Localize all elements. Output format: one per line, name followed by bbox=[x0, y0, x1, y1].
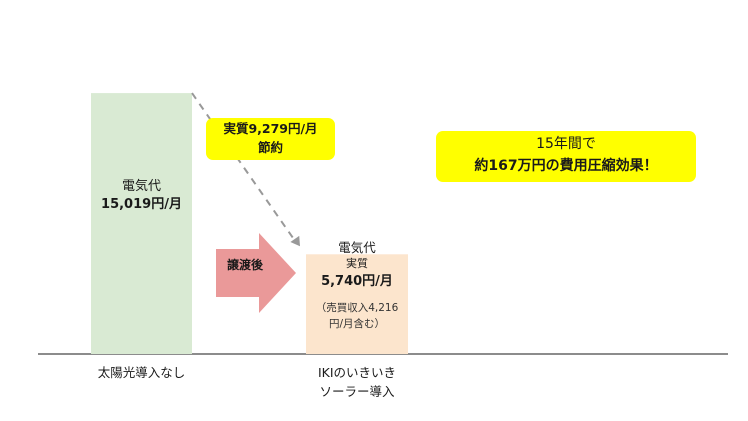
bar-iki-solar-title: 電気代 bbox=[338, 240, 376, 255]
bar-no-solar bbox=[91, 93, 192, 354]
bar-no-solar-value: 15,019円/月 bbox=[101, 196, 182, 212]
bar-iki-solar bbox=[306, 254, 408, 354]
dashed-arrowhead bbox=[290, 235, 300, 247]
total-effect-callout: 15年間で 約167万円の費用圧縮効果！ bbox=[436, 131, 696, 182]
total-effect-line1: 15年間で bbox=[536, 136, 596, 152]
bar-no-solar-title: 電気代 bbox=[121, 179, 161, 194]
saving-callout: 実質9,279円/月 節約 bbox=[206, 118, 335, 160]
bar-iki-solar-label: 電気代 実質 5,740円/月 bbox=[306, 240, 408, 290]
total-effect-line2: 約167万円の費用圧縮効果！ bbox=[474, 157, 658, 174]
bar-no-solar-label: 電気代 15,019円/月 bbox=[91, 178, 192, 213]
bar-iki-solar-note: （売買収入4,216 円/月含む） bbox=[315, 302, 399, 330]
transfer-arrow-label: 譲渡後 bbox=[226, 258, 263, 272]
bar-iki-solar-sub: 実質 bbox=[346, 256, 368, 270]
bar-iki-solar-value: 5,740円/月 bbox=[321, 273, 393, 289]
category-label-iki-solar: IKIのいきいき ソーラー導入 bbox=[317, 365, 397, 399]
category-label-no-solar: 太陽光導入なし bbox=[97, 365, 186, 380]
saving-dashed-line bbox=[191, 92, 297, 243]
transfer-arrow bbox=[216, 233, 296, 313]
